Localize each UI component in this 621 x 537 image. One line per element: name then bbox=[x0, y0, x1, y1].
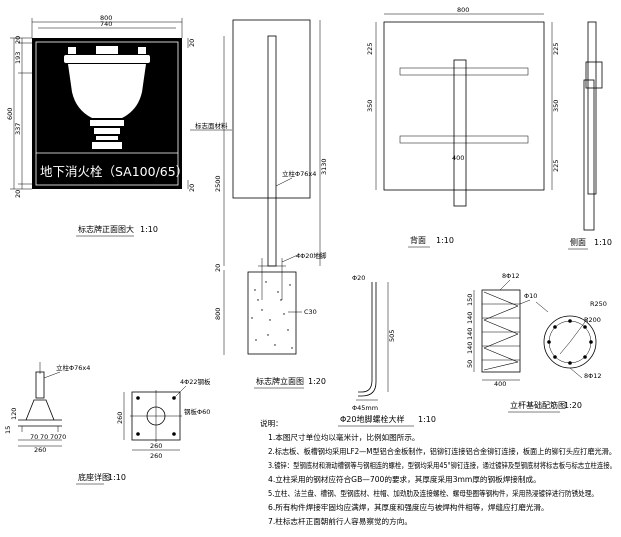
elev-dim-2500: 2500 bbox=[214, 175, 222, 192]
elev-leader-label: 标志面材料 bbox=[195, 121, 228, 130]
back-dim-top: 800 bbox=[457, 6, 469, 14]
side-caption: 侧面 bbox=[570, 237, 586, 247]
anchor-bolt-detail: Φ20 505 Φ45mm Φ20地脚螺栓大样 1:10 bbox=[338, 274, 436, 427]
rebar-scale: 1:20 bbox=[564, 401, 582, 410]
dim-top-inner: 740 bbox=[100, 20, 112, 28]
back-dim-r1: 225 bbox=[552, 43, 560, 55]
note-7: 7.柱标志杆正面朝前行人容易察觉的方向。 bbox=[268, 516, 412, 526]
bolt-caption: Φ20地脚螺栓大样 bbox=[340, 414, 404, 424]
sign-panel-border bbox=[35, 41, 179, 186]
front-caption: 标志牌正面图大 bbox=[78, 224, 134, 234]
back-dim-r3: 225 bbox=[552, 160, 560, 172]
base-dim-total: 260 bbox=[34, 446, 46, 454]
rebar-detail: 8Φ12 Φ10 50 140 140 140 150 400 R250 R20… bbox=[466, 272, 607, 413]
front-view: 800 740 地下消火栓（SA100/65） 600 20 193 bbox=[6, 14, 196, 237]
elev-pole-label: 立柱Φ76x4 bbox=[282, 169, 316, 178]
dim-right-a: 20 bbox=[188, 39, 196, 47]
back-view: 800 225 350 225 225 350 400 背面 1:10 bbox=[366, 6, 560, 248]
sign-text: 地下消火栓（SA100/65） bbox=[40, 164, 188, 179]
back-bracket-label: 400 bbox=[452, 154, 464, 162]
base-weld-label: 钢板Φ60 bbox=[184, 407, 210, 416]
note-6: 6.所有构件焊接牢固均应满焊，其厚度和强度应与被焊构件相等，焊缝应打磨光滑。 bbox=[268, 502, 549, 512]
back-dim-r2: 350 bbox=[552, 100, 560, 112]
dim-left-total: 600 bbox=[6, 108, 14, 120]
base-plan-side-b: 260 bbox=[150, 452, 162, 460]
notes: 说明： 1.本图尺寸单位均以毫米计，比例如图所示。 2.标志板、板槽钢均采用LF… bbox=[260, 418, 616, 526]
concrete-speckle bbox=[251, 281, 293, 349]
elev-dim-20: 20 bbox=[214, 264, 222, 272]
dim-top-total: 800 bbox=[100, 14, 112, 22]
note-1: 1.本图尺寸单位均以毫米计，比例如图所示。 bbox=[268, 432, 420, 442]
hydrant-icon bbox=[64, 46, 150, 149]
back-caption: 背面 bbox=[410, 235, 426, 245]
base-caption: 底座详图 bbox=[78, 472, 110, 482]
back-dim-l1: 225 bbox=[366, 43, 374, 55]
rebar-ring-label: Φ10 bbox=[524, 292, 537, 300]
dim-left-c: 337 bbox=[14, 123, 22, 135]
elev-dim-800: 800 bbox=[214, 308, 222, 320]
base-dim-1: 70 bbox=[30, 433, 38, 441]
rebar-dim-3: 140 bbox=[466, 328, 474, 340]
base-plan-side: 260 bbox=[116, 412, 124, 424]
elev-bolt-label: 4Φ20地脚 bbox=[296, 251, 327, 260]
note-5: 5.立柱、法兰盘、槽钢、型钢底材、柱帽、加劲肋及连接螺栓、螺母垫圈等钢构件，采用… bbox=[268, 488, 598, 498]
base-pole-label: 立柱Φ76x4 bbox=[56, 363, 90, 372]
base-dim-3: 70 bbox=[50, 433, 58, 441]
notes-title: 说明： bbox=[260, 418, 283, 428]
bolt-dim-hook: Φ45mm bbox=[352, 404, 378, 412]
elev-scale: 1:20 bbox=[308, 377, 326, 386]
rebar-caption: 立杆基础配筋图 bbox=[510, 400, 566, 410]
bolt-label-top: Φ20 bbox=[352, 274, 365, 282]
side-scale: 1:10 bbox=[594, 238, 612, 247]
bolt-scale: 1:10 bbox=[418, 415, 436, 424]
rebar-radius-b: R200 bbox=[584, 316, 601, 324]
dim-right-b: 20 bbox=[188, 184, 196, 192]
back-scale: 1:10 bbox=[436, 236, 454, 245]
base-plan-total: 260 bbox=[150, 442, 162, 450]
base-dim-side-b: 15 bbox=[4, 426, 12, 434]
base-dim-2: 70 bbox=[40, 433, 48, 441]
rebar-dim-1: 50 bbox=[466, 360, 474, 368]
note-2: 2.标志板、板槽钢均采用LF2—M型铝合金板制作，铝铆钉连接铝合金铆钉连接，板面… bbox=[268, 446, 616, 456]
dim-left-a: 20 bbox=[14, 36, 22, 44]
elev-caption: 标志牌立面图 bbox=[256, 376, 304, 386]
elev-dim-3130: 3130 bbox=[320, 158, 328, 175]
rebar-bar-label: 8Φ12 bbox=[502, 272, 520, 280]
front-scale: 1:10 bbox=[140, 225, 158, 234]
bolt-dim-len: 505 bbox=[388, 330, 396, 342]
rebar-bottom-bar: 8Φ12 bbox=[584, 372, 602, 380]
rebar-dim-bottom: 400 bbox=[494, 380, 506, 388]
note-3: 3.镀锌：型钢底材和滑动槽钢等与钢相连的螺栓，型钢均采用45°铆钉连接，通过镀锌… bbox=[268, 460, 616, 470]
base-plate-label: 4Φ22钢板 bbox=[180, 377, 211, 386]
rebar-dim-5: 150 bbox=[466, 294, 474, 306]
base-scale: 1:10 bbox=[108, 473, 126, 482]
rebar-dim-4: 140 bbox=[466, 312, 474, 324]
elevation-view: 3130 2500 20 800 标志面材料 立柱Φ76x4 4Φ20地脚 C3… bbox=[190, 19, 328, 389]
base-detail: 立柱Φ76x4 70 70 70 70 260 120 15 4Φ22钢板 钢板… bbox=[4, 362, 211, 485]
base-dim-side-a: 120 bbox=[10, 408, 18, 420]
note-4: 4.立柱采用的钢材应符合GB—700的要求，其厚度采用3mm厚的钢板焊接制成。 bbox=[268, 474, 541, 484]
side-view: 侧面 1:10 bbox=[568, 21, 612, 250]
elev-footing-label: C30 bbox=[304, 308, 317, 316]
base-dim-4: 70 bbox=[58, 433, 66, 441]
rebar-dim-2: 140 bbox=[466, 342, 474, 354]
dim-left-b: 193 bbox=[14, 52, 22, 64]
rebar-radius-a: R250 bbox=[590, 300, 607, 308]
back-dim-l2: 350 bbox=[366, 100, 374, 112]
dim-left-d: 20 bbox=[14, 190, 22, 198]
